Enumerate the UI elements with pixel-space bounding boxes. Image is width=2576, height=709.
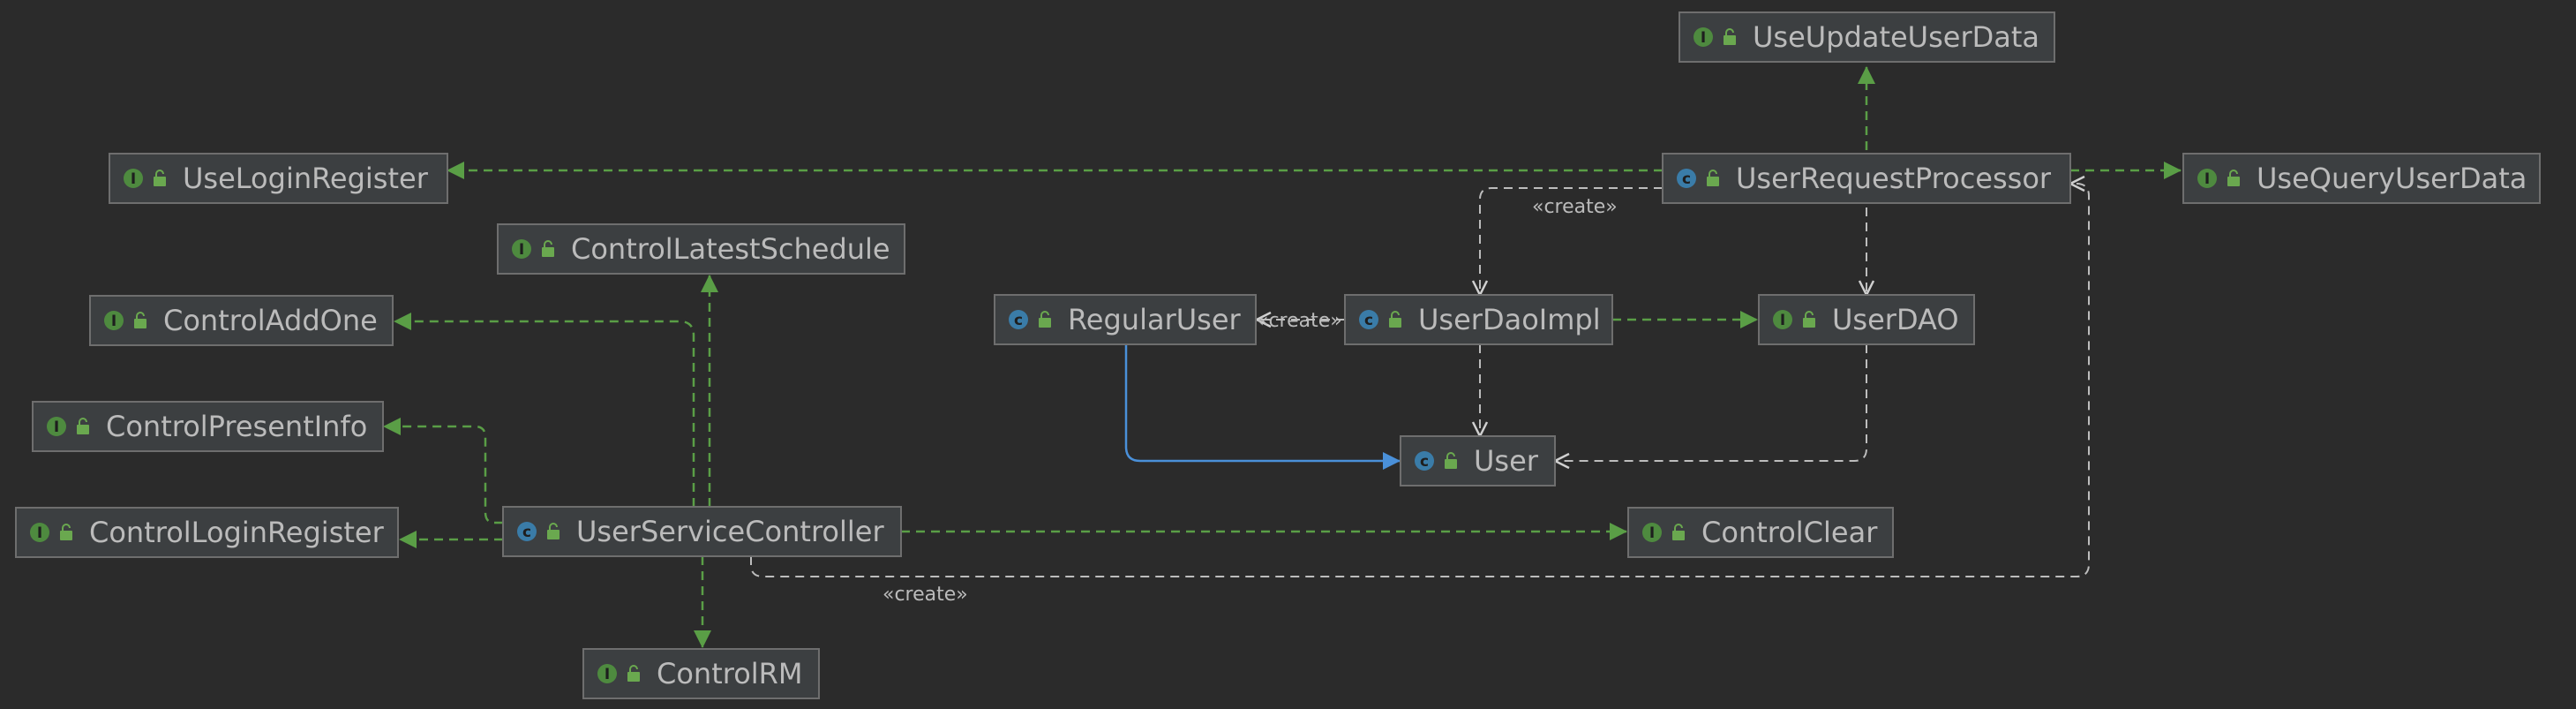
class-icon — [1009, 310, 1028, 329]
svg-text:I: I — [1780, 312, 1785, 329]
node-control-login-register[interactable]: I ControlLoginRegister — [15, 507, 399, 558]
public-lock-icon — [1724, 28, 1736, 45]
edge-processor-creates-userdaoimpl — [1480, 187, 1663, 295]
public-lock-icon — [1672, 524, 1685, 540]
svg-text:c: c — [1014, 312, 1023, 329]
node-control-latest-schedule[interactable]: I ControlLatestSchedule — [497, 223, 905, 275]
stereotype-create-controller-processor: «create» — [882, 584, 968, 606]
public-lock-icon — [1389, 311, 1401, 328]
interface-icon — [2197, 169, 2217, 188]
node-control-add-one[interactable]: I ControlAddOne — [89, 295, 394, 346]
svg-text:c: c — [1364, 312, 1373, 329]
node-label: ControlRM — [657, 657, 803, 690]
interface-icon — [104, 311, 124, 330]
node-label: ControlAddOne — [163, 304, 378, 337]
node-label: ControlClear — [1701, 516, 1878, 549]
interface-icon — [1642, 523, 1662, 542]
interface-icon — [1694, 27, 1713, 47]
node-user-dao[interactable]: I UserDAO — [1758, 294, 1975, 345]
svg-text:c: c — [1682, 170, 1691, 188]
public-lock-icon — [1803, 311, 1815, 328]
public-lock-icon — [154, 170, 166, 186]
class-icon — [1359, 310, 1378, 329]
interface-icon — [124, 169, 143, 188]
stereotype-create-processor-daoimpl: «create» — [1532, 196, 1618, 218]
edge-controller-implements-controlpresentinfo — [383, 418, 503, 524]
edge-controller-implements-controladdone — [394, 313, 695, 507]
svg-text:I: I — [131, 170, 136, 188]
node-use-login-register[interactable]: I UseLoginRegister — [109, 153, 448, 204]
public-lock-icon — [1039, 311, 1051, 328]
public-lock-icon — [2227, 170, 2240, 186]
public-lock-icon — [1445, 452, 1457, 469]
node-label: ControlLatestSchedule — [571, 232, 890, 266]
node-label: UseUpdateUserData — [1753, 20, 2039, 54]
node-use-query-user-data[interactable]: I UseQueryUserData — [2182, 153, 2541, 204]
node-label: UserDAO — [1832, 303, 1959, 336]
node-user-dao-impl[interactable]: c UserDaoImpl — [1344, 294, 1613, 345]
svg-text:I: I — [111, 313, 116, 330]
interface-icon — [597, 664, 617, 683]
class-icon — [1677, 169, 1696, 188]
node-control-clear[interactable]: I ControlClear — [1627, 507, 1894, 558]
class-icon — [1415, 451, 1434, 471]
interface-icon — [1773, 310, 1792, 329]
svg-text:I: I — [37, 524, 42, 542]
public-lock-icon — [547, 523, 560, 539]
svg-text:c: c — [522, 524, 531, 541]
public-lock-icon — [77, 418, 89, 434]
public-lock-icon — [1707, 170, 1719, 186]
node-user-service-controller[interactable]: c UserServiceController — [502, 506, 902, 557]
node-use-update-user-data[interactable]: I UseUpdateUserData — [1679, 11, 2055, 63]
node-control-present-info[interactable]: I ControlPresentInfo — [32, 401, 384, 452]
public-lock-icon — [134, 312, 146, 328]
node-label: RegularUser — [1068, 303, 1242, 336]
svg-text:I: I — [2204, 170, 2210, 188]
node-label: UseLoginRegister — [183, 162, 429, 195]
node-label: UserDaoImpl — [1418, 303, 1601, 336]
node-regular-user[interactable]: c RegularUser — [994, 294, 1257, 345]
node-control-rm[interactable]: I ControlRM — [582, 648, 820, 699]
node-user[interactable]: c User — [1400, 435, 1556, 486]
node-label: User — [1474, 444, 1539, 478]
public-lock-icon — [627, 665, 640, 682]
svg-text:I: I — [1649, 524, 1655, 542]
edge-controller-creates-processor — [750, 184, 2090, 577]
interface-icon — [512, 239, 531, 259]
public-lock-icon — [542, 240, 554, 257]
interface-icon — [47, 417, 66, 436]
node-user-request-processor[interactable]: c UserRequestProcessor — [1662, 153, 2071, 204]
svg-text:I: I — [519, 241, 524, 259]
node-label: ControlPresentInfo — [106, 410, 367, 443]
svg-text:I: I — [54, 419, 59, 436]
edge-userdao-uses-user — [1555, 344, 1867, 461]
node-label: UserServiceController — [576, 515, 884, 548]
svg-text:I: I — [1701, 29, 1706, 47]
node-label: UseQueryUserData — [2257, 162, 2527, 195]
class-icon — [517, 522, 537, 541]
svg-text:c: c — [1420, 453, 1429, 471]
interface-icon — [30, 523, 49, 542]
svg-text:I: I — [605, 666, 610, 683]
stereotype-create-daoimpl-regularuser: «create» — [1257, 310, 1342, 332]
node-label: ControlLoginRegister — [89, 516, 385, 549]
public-lock-icon — [60, 524, 72, 540]
edge-regularuser-extends-user — [1124, 344, 1401, 470]
node-label: UserRequestProcessor — [1736, 162, 2052, 195]
